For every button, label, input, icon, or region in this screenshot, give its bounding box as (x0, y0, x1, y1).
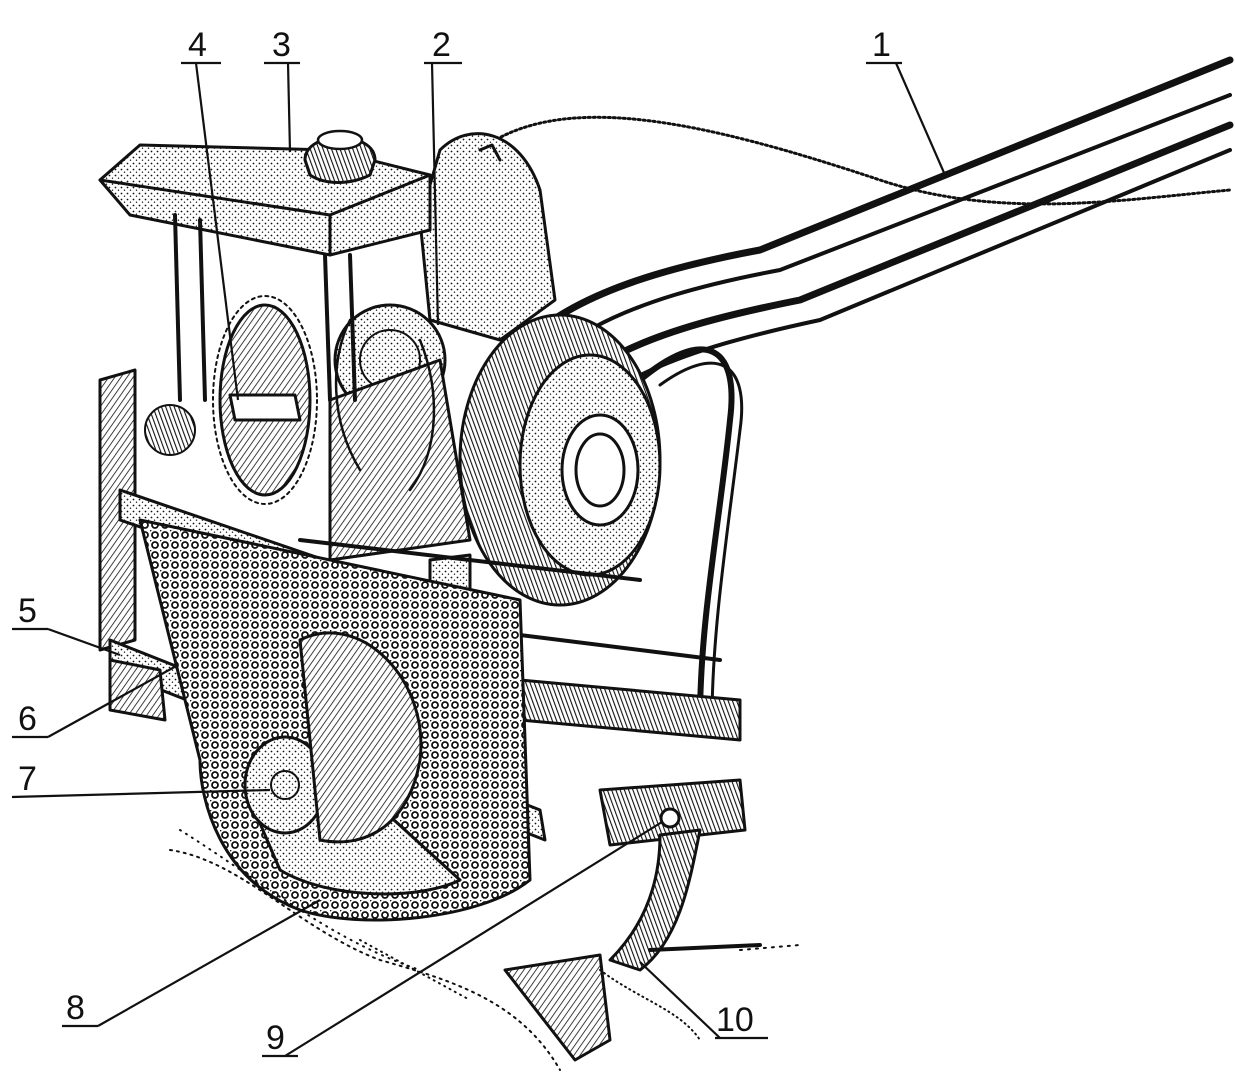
callout-2: 2 (424, 26, 462, 326)
drive-sprocket (144, 295, 318, 505)
callout-3: 3 (264, 26, 300, 153)
callout-number: 10 (716, 1001, 754, 1039)
callout-4: 4 (181, 26, 240, 401)
coulter (503, 778, 762, 1062)
callout-number: 8 (66, 989, 85, 1027)
digging-chain (138, 518, 532, 922)
ground-soil (169, 829, 801, 1071)
callout-number: 9 (266, 1019, 285, 1057)
engine (328, 132, 557, 562)
callout-number: 5 (18, 592, 37, 630)
callout-9: 9 (262, 821, 663, 1058)
callout-7: 7 (11, 760, 271, 799)
callout-number: 3 (272, 26, 291, 64)
callout-8: 8 (62, 899, 321, 1028)
transport-wheel (458, 313, 662, 607)
callout-6: 6 (12, 664, 179, 739)
callout-number: 6 (18, 700, 37, 738)
callout-5: 5 (12, 592, 121, 657)
callout-number: 4 (188, 26, 207, 64)
callout-number: 7 (18, 760, 37, 798)
fuel-tank (98, 129, 432, 402)
callout-number: 2 (432, 26, 451, 64)
callout-10: 10 (639, 961, 768, 1040)
callout-number: 1 (872, 26, 891, 64)
callout-1: 1 (866, 26, 947, 176)
